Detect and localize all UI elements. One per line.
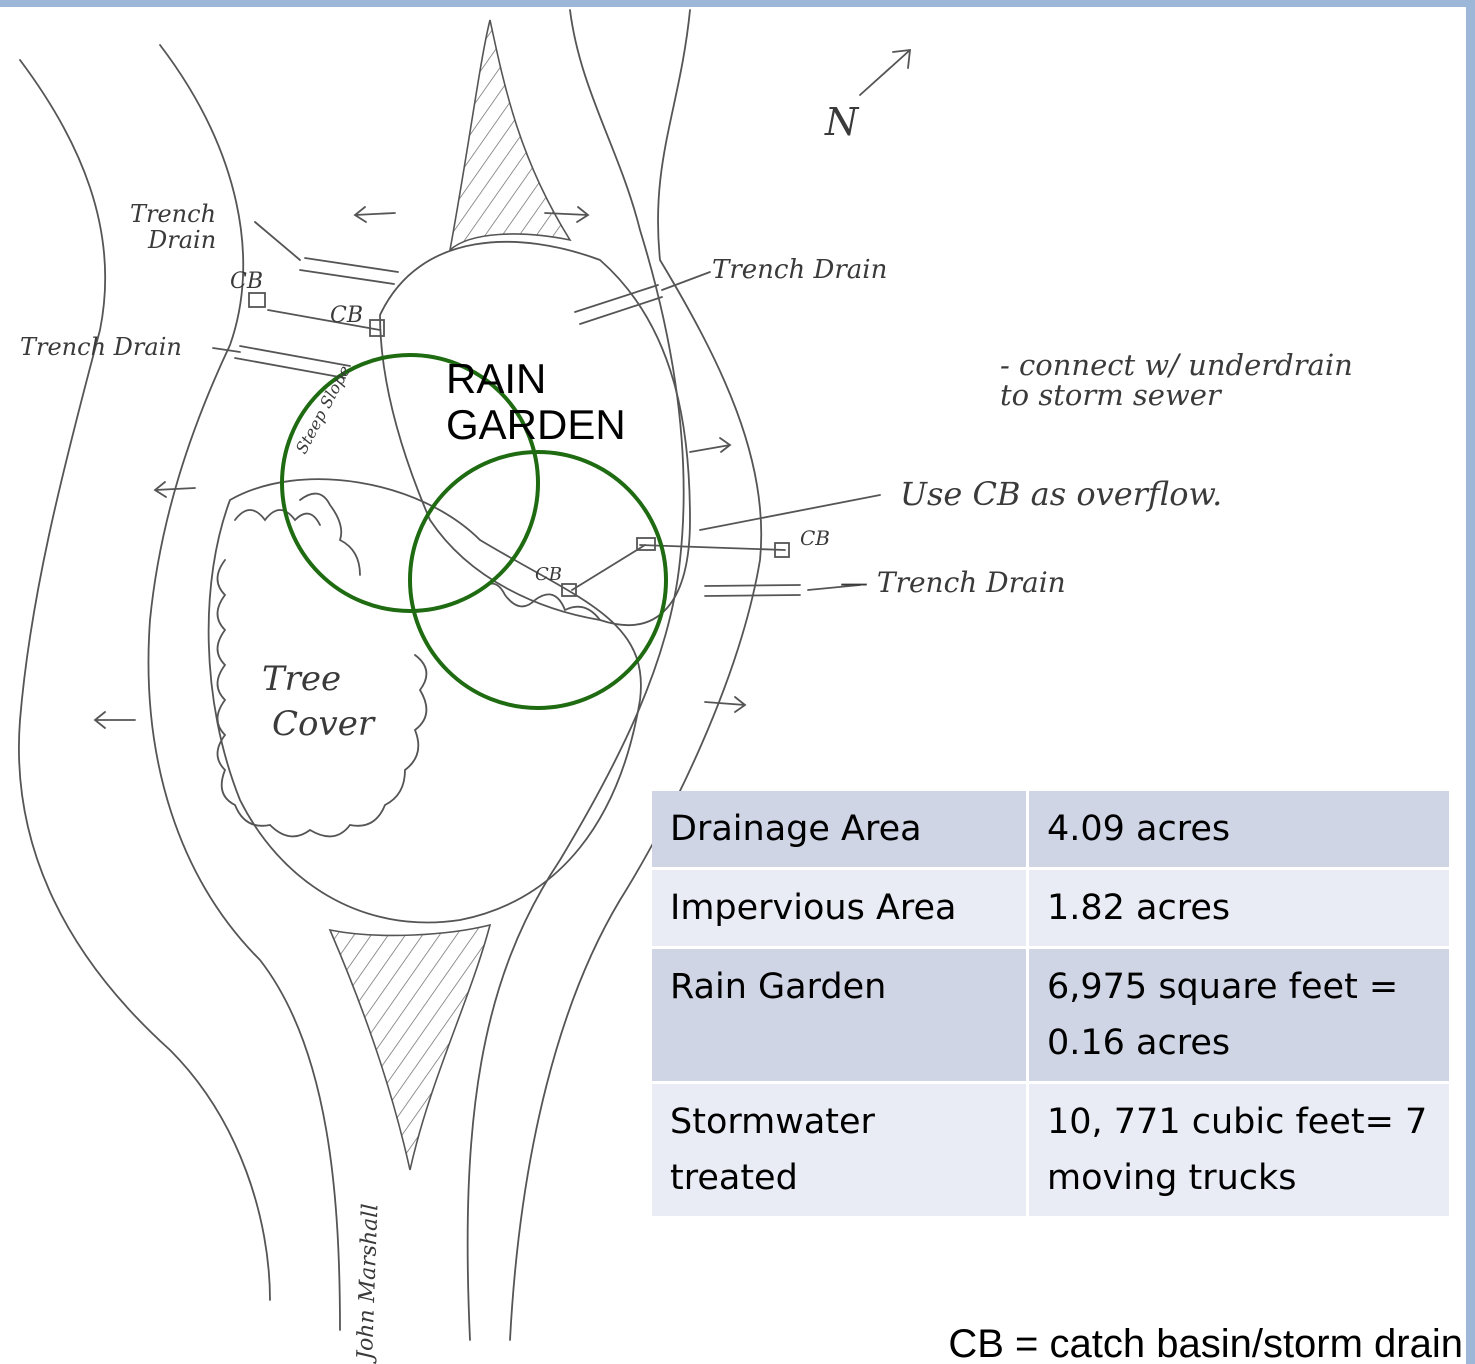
table-cell-value: 6,975 square feet = 0.16 acres bbox=[1028, 948, 1450, 1083]
hatched-area-top bbox=[450, 20, 570, 250]
table-cell-label: Stormwater treated bbox=[652, 1083, 1028, 1218]
road-edge-left bbox=[19, 60, 270, 1300]
trench-drain-label: Trench bbox=[130, 200, 216, 228]
table-cell-label: Rain Garden bbox=[652, 948, 1028, 1083]
cb-legend: CB = catch basin/storm drain bbox=[948, 1322, 1463, 1364]
rain-garden-label-line: GARDEN bbox=[446, 402, 626, 448]
cb-label: CB bbox=[535, 564, 562, 585]
trench-line bbox=[240, 346, 350, 366]
trench-line bbox=[705, 595, 800, 596]
table-cell-value: 1.82 acres bbox=[1028, 869, 1450, 948]
rain-garden-label-line: RAIN bbox=[446, 356, 626, 402]
street-name-label: John Marshall bbox=[353, 1203, 384, 1364]
note-underdrain: - connect w/ underdrain bbox=[1000, 348, 1353, 382]
flow-arrow bbox=[690, 438, 730, 452]
table-cell-label: Impervious Area bbox=[652, 869, 1028, 948]
rain-garden-label: RAIN GARDEN bbox=[446, 356, 626, 448]
trench-drain-label: Drain bbox=[147, 226, 216, 254]
note-overflow: Use CB as overflow. bbox=[900, 475, 1222, 513]
trench-drain-label: — Trench Drain bbox=[840, 566, 1066, 599]
trench-drain-label: Trench Drain bbox=[20, 333, 182, 361]
trench-line bbox=[235, 358, 345, 378]
flow-arrow bbox=[355, 207, 395, 222]
table-row: Rain Garden 6,975 square feet = 0.16 acr… bbox=[652, 948, 1449, 1083]
tree-cover-label: Cover bbox=[272, 704, 376, 744]
table-cell-label: Drainage Area bbox=[652, 791, 1028, 869]
cb-label: CB bbox=[230, 269, 263, 294]
note-underdrain: to storm sewer bbox=[1000, 378, 1223, 412]
cb-label: CB bbox=[800, 526, 830, 550]
trench-drain-label: Trench Drain bbox=[712, 255, 887, 285]
flow-arrow bbox=[705, 697, 745, 712]
trench-line bbox=[305, 258, 398, 272]
flow-arrow bbox=[155, 482, 195, 497]
tree-cover-label: Tree bbox=[262, 659, 341, 699]
wavy-line bbox=[480, 584, 600, 620]
table-row: Impervious Area 1.82 acres bbox=[652, 869, 1449, 948]
flow-arrow bbox=[95, 712, 135, 728]
north-arrow bbox=[860, 50, 910, 95]
table-cell-value: 4.09 acres bbox=[1028, 791, 1450, 869]
trench-line bbox=[580, 297, 662, 324]
cb-label: CB bbox=[330, 303, 363, 328]
trench-line bbox=[575, 285, 658, 312]
table-cell-value: 10, 771 cubic feet= 7 moving trucks bbox=[1028, 1083, 1450, 1218]
catch-basin-icon bbox=[249, 293, 265, 307]
hatched-area-bottom bbox=[330, 925, 490, 1170]
site-data-table: Drainage Area 4.09 acres Impervious Area… bbox=[652, 791, 1449, 1219]
trench-line bbox=[300, 270, 394, 284]
table-row: Drainage Area 4.09 acres bbox=[652, 791, 1449, 869]
table-row: Stormwater treated 10, 771 cubic feet= 7… bbox=[652, 1083, 1449, 1218]
trench-line bbox=[705, 585, 800, 586]
north-label: N bbox=[824, 100, 860, 144]
steep-slope-label: Steep Slope bbox=[292, 362, 354, 457]
